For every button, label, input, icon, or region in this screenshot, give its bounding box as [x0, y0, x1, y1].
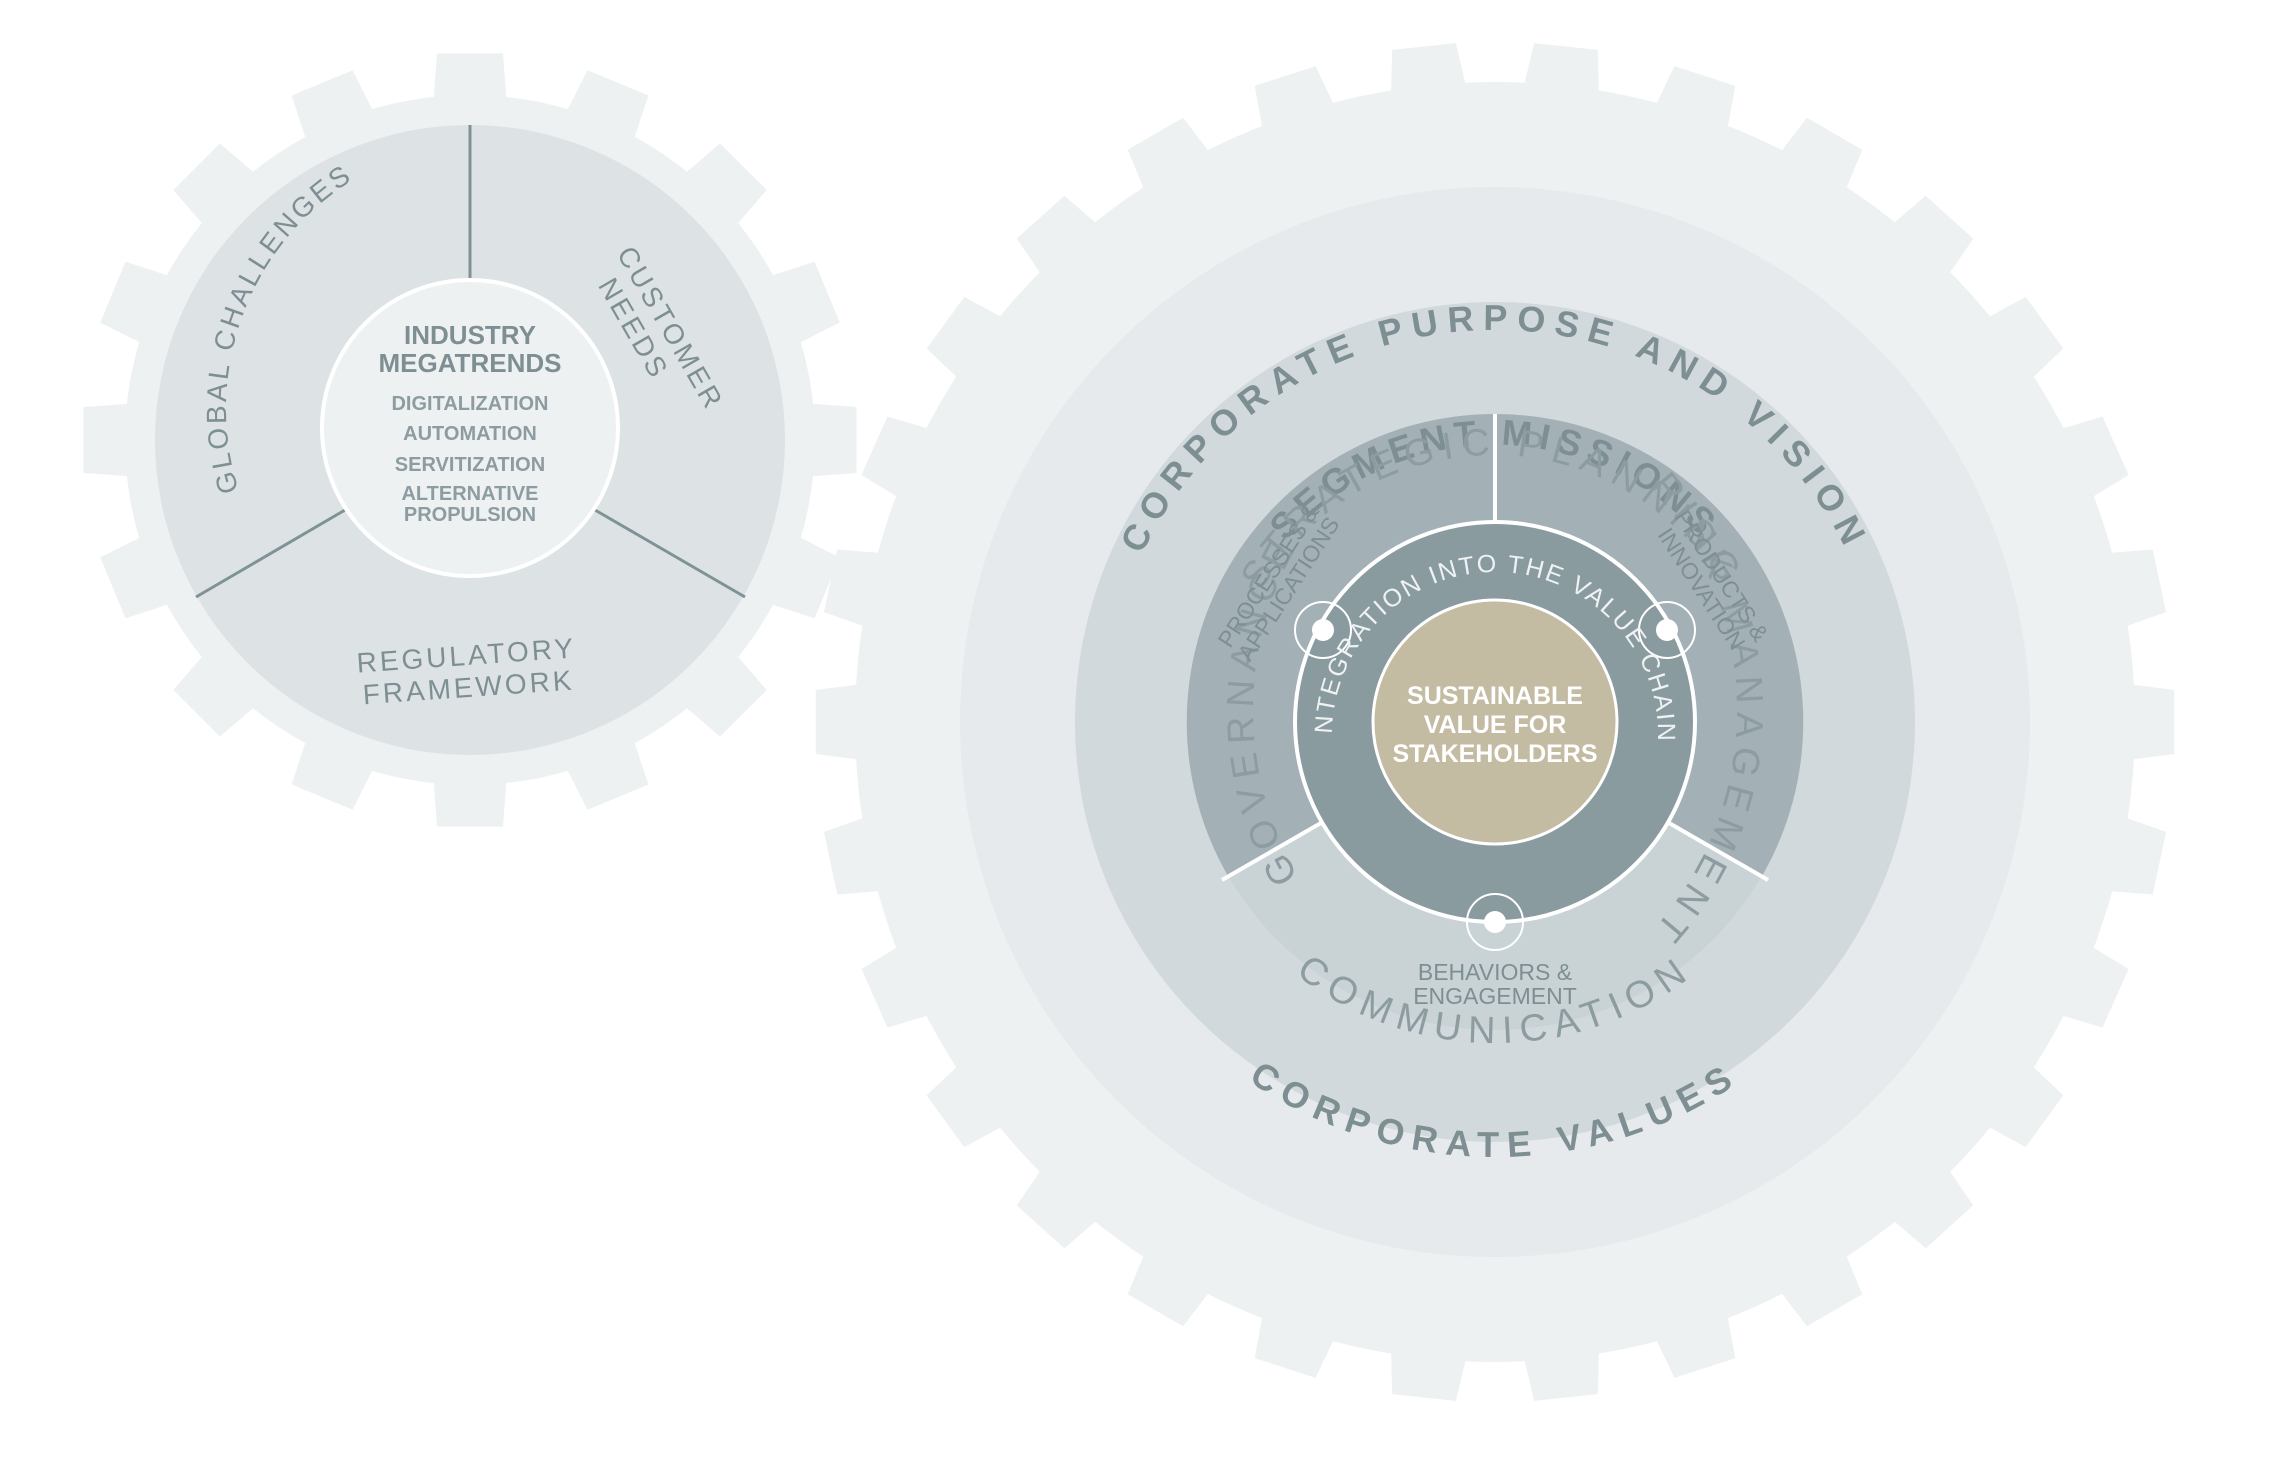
megatrend-servitization: SERVITIZATION — [395, 454, 545, 476]
megatrend-digitalization: DIGITALIZATION — [391, 393, 548, 415]
right-gear-tooth — [1772, 117, 1863, 202]
node-behaviors-halo — [1466, 893, 1524, 951]
right-gear-tooth — [926, 1056, 1014, 1148]
left-gear-tooth — [173, 645, 265, 737]
megatrends-circle — [320, 278, 620, 578]
right-gear-tooth — [1127, 117, 1218, 202]
left-gear: INDUSTRY MEGATRENDS DIGITALIZATION AUTOM… — [83, 53, 857, 827]
left-gear-tooth — [675, 645, 767, 737]
node-processes-dot — [1312, 619, 1334, 641]
left-gear-tooth — [675, 143, 767, 235]
right-gear-tooth — [2048, 416, 2129, 505]
core-line1: SUSTAINABLE — [1407, 682, 1583, 710]
megatrend-alternative: ALTERNATIVE — [401, 483, 538, 505]
right-gear-tooth — [1883, 195, 1974, 285]
core-line3: STAKEHOLDERS — [1392, 740, 1597, 768]
right-gear-tooth — [1016, 1159, 1107, 1249]
megatrend-propulsion: PROPULSION — [404, 504, 536, 526]
right-gear-tooth — [861, 939, 942, 1028]
core-label: SUSTAINABLE VALUE FOR STAKEHOLDERS — [1392, 682, 1597, 768]
behaviors-line1: BEHAVIORS & — [1418, 959, 1572, 985]
node-processes — [1294, 601, 1352, 659]
right-gear-tooth — [1883, 1159, 1974, 1249]
core-line2: VALUE FOR — [1424, 711, 1567, 739]
node-behaviors — [1466, 893, 1524, 951]
node-products-halo — [1638, 601, 1696, 659]
left-gear-tooth — [173, 143, 265, 235]
right-gear-tooth — [1016, 195, 1107, 285]
right-gear-tooth — [1127, 1242, 1218, 1327]
node-products — [1638, 601, 1696, 659]
megatrends-title-line1: INDUSTRY — [404, 320, 536, 350]
right-gear-tooth — [1976, 1056, 2064, 1148]
left-divider-left — [195, 508, 346, 599]
behaviors-line2: ENGAGEMENT — [1413, 983, 1577, 1009]
right-gear-tooth — [1772, 1242, 1863, 1327]
left-divider-right — [594, 508, 746, 599]
node-behaviors-dot — [1484, 911, 1506, 933]
right-gear-tooth — [861, 416, 942, 505]
megatrends-title-line2: MEGATRENDS — [379, 348, 562, 378]
right-gear-tooth — [926, 296, 1014, 388]
core-circle — [1371, 598, 1619, 846]
label-behaviors: BEHAVIORS & ENGAGEMENT — [1413, 959, 1577, 1009]
right-gear-tooth — [1976, 296, 2064, 388]
node-products-dot — [1656, 619, 1678, 641]
node-processes-halo — [1294, 601, 1352, 659]
right-gear-tooth — [2048, 939, 2129, 1028]
megatrend-automation: AUTOMATION — [403, 423, 537, 445]
